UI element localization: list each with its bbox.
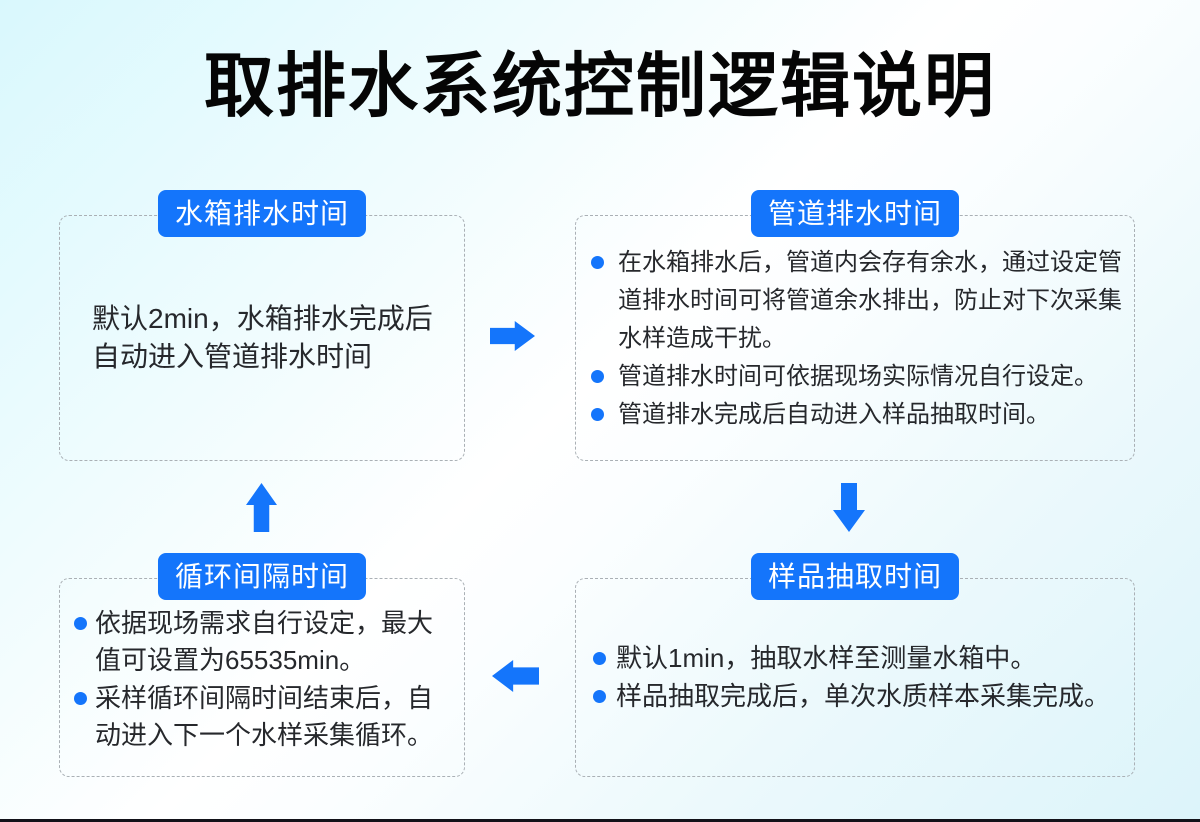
flow-box-sample-extract-time: 样品抽取时间 默认1min，抽取水样至测量水箱中。 样品抽取完成后，单次水质样本… [575, 553, 1135, 777]
arrow-right-icon [490, 321, 535, 351]
page-title: 取排水系统控制逻辑说明 [204, 47, 996, 125]
cycle-interval-bullet-list: 依据现场需求自行设定，最大值可设置为65535min。 采样循环间隔时间结束后，… [60, 579, 464, 776]
arrow-down-icon [833, 483, 865, 532]
bullet-text: 样品抽取完成后，单次水质样本采集完成。 [616, 680, 1111, 711]
bullet-text: 采样循环间隔时间结束后，自动进入下一个水样采集循环。 [95, 682, 434, 751]
bullet-dot-icon [593, 689, 606, 703]
bullet-text: 在水箱排水后，管道内会存有余水，通过设定管道排水时间可将管道余水排出，防止对下次… [618, 249, 1122, 352]
bullet-dot-icon [593, 652, 606, 666]
flow-box-tank-drain-time: 水箱排水时间 默认2min，水箱排水完成后自动进入管道排水时间 [59, 190, 465, 461]
bullet-dot-icon [591, 256, 604, 269]
bullet-dot-icon [591, 407, 604, 421]
bullet-text: 管道排水完成后自动进入样品抽取时间。 [618, 400, 1050, 428]
bottom-edge-bar [0, 819, 1200, 822]
list-item: 默认1min，抽取水样至测量水箱中。 [593, 640, 1116, 677]
list-item: 样品抽取完成后，单次水质样本采集完成。 [593, 678, 1116, 715]
bullet-dot-icon [591, 369, 604, 383]
list-item: 管道排水时间可依据现场实际情况自行设定。 [591, 358, 1126, 396]
list-item: 依据现场需求自行设定，最大值可设置为65535min。 [74, 605, 434, 680]
flow-box-pipe-drain-time: 管道排水时间 在水箱排水后，管道内会存有余水，通过设定管道排水时间可将管道余水排… [575, 190, 1135, 461]
sample-extract-bullet-list: 默认1min，抽取水样至测量水箱中。 样品抽取完成后，单次水质样本采集完成。 [576, 579, 1134, 776]
list-item: 管道排水完成后自动进入样品抽取时间。 [591, 396, 1126, 434]
box-label-cycle-interval-time: 循环间隔时间 [157, 553, 367, 600]
bullet-text: 默认1min，抽取水样至测量水箱中。 [616, 643, 1037, 674]
box-label-pipe-drain-time: 管道排水时间 [750, 190, 960, 237]
flow-box-cycle-interval-time: 循环间隔时间 依据现场需求自行设定，最大值可设置为65535min。 采样循环间… [59, 553, 465, 777]
tank-drain-description: 默认2min，水箱排水完成后自动进入管道排水时间 [92, 303, 433, 372]
pipe-drain-bullet-list: 在水箱排水后，管道内会存有余水，通过设定管道排水时间可将管道余水排出，防止对下次… [576, 216, 1134, 460]
bullet-dot-icon [74, 617, 87, 630]
arrow-left-icon [492, 660, 539, 692]
list-item: 在水箱排水后，管道内会存有余水，通过设定管道排水时间可将管道余水排出，防止对下次… [591, 244, 1126, 358]
arrow-up-icon [246, 483, 277, 532]
box-label-tank-drain-time: 水箱排水时间 [157, 190, 367, 237]
bullet-text: 依据现场需求自行设定，最大值可设置为65535min。 [95, 608, 434, 676]
list-item: 采样循环间隔时间结束后，自动进入下一个水样采集循环。 [74, 680, 434, 755]
box-label-sample-extract-time: 样品抽取时间 [750, 553, 960, 600]
bullet-text: 管道排水时间可依据现场实际情况自行设定。 [618, 362, 1098, 390]
box-body-tank-drain-time: 默认2min，水箱排水完成后自动进入管道排水时间 [60, 216, 464, 460]
bullet-dot-icon [74, 691, 87, 705]
